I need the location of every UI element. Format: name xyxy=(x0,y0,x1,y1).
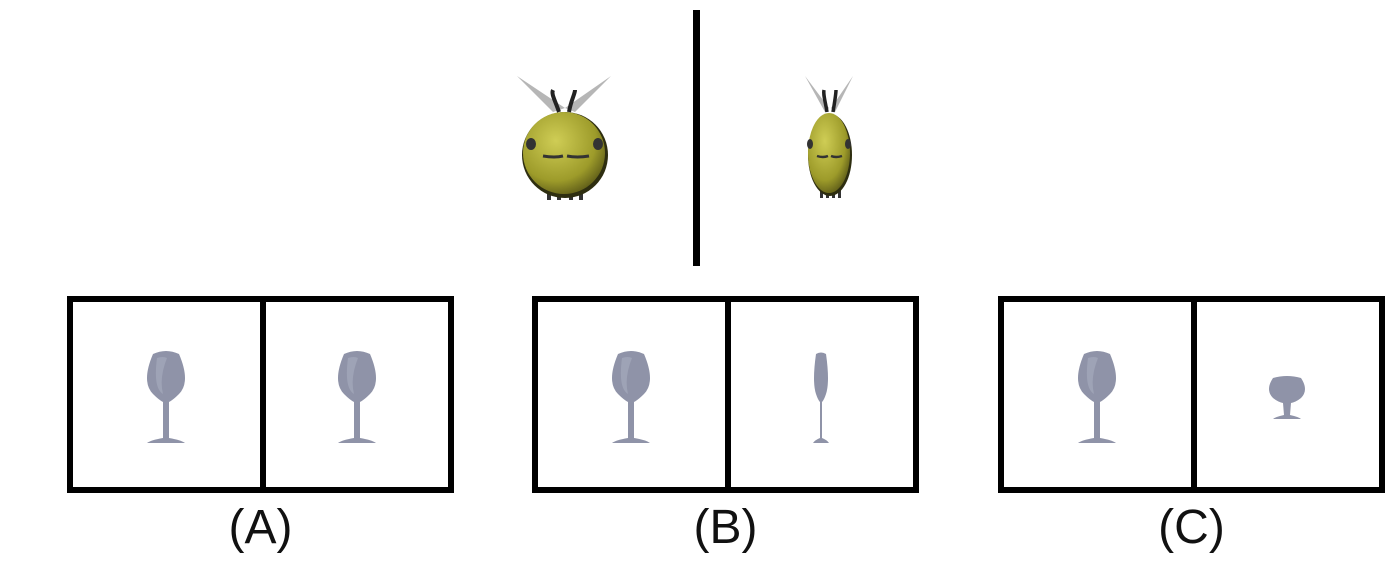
option-a-left-cell xyxy=(73,302,260,487)
wine-glass-icon xyxy=(612,351,650,443)
reference-left-cell xyxy=(505,70,625,210)
option-c-panel[interactable] xyxy=(998,296,1385,493)
wine-glass-icon xyxy=(147,351,185,443)
option-c-divider xyxy=(1191,302,1197,487)
option-b-left-cell xyxy=(538,302,725,487)
wine-glass-icon xyxy=(338,351,376,443)
option-a-panel[interactable] xyxy=(67,296,454,493)
wine-glass-narrow-icon xyxy=(813,352,829,443)
reference-divider xyxy=(693,10,700,266)
wine-glass-squat-icon xyxy=(1269,376,1305,419)
option-b-panel[interactable] xyxy=(532,296,919,493)
option-c-label: (C) xyxy=(1158,501,1225,554)
option-c-right-cell xyxy=(1197,302,1379,487)
bee-narrow-icon xyxy=(805,76,853,198)
bee-wide-icon xyxy=(517,76,611,200)
option-b-label: (B) xyxy=(693,501,758,554)
option-a-right-cell xyxy=(266,302,448,487)
wine-glass-icon xyxy=(1078,351,1116,443)
option-b-right-cell xyxy=(731,302,913,487)
option-a-label: (A) xyxy=(228,501,293,554)
option-c-left-cell xyxy=(1004,302,1191,487)
option-b-divider xyxy=(725,302,731,487)
reference-right-cell xyxy=(795,70,865,210)
option-a-divider xyxy=(260,302,266,487)
